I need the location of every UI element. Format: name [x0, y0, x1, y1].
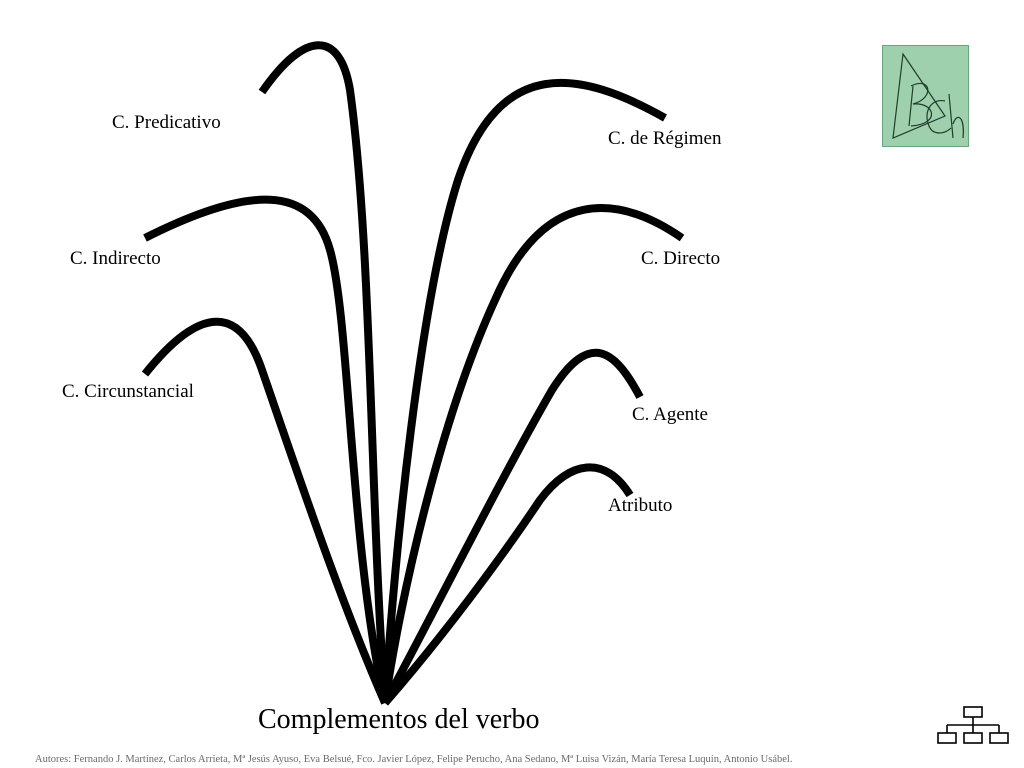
branch-label-predicativo: C. Predicativo — [112, 112, 221, 133]
branch-label-atributo: Atributo — [608, 495, 673, 516]
branch-label-directo: C. Directo — [641, 248, 721, 269]
branch-line-circunstancial — [141, 317, 389, 705]
school-logo-icon — [892, 52, 964, 139]
school-logo — [882, 45, 969, 147]
branch-line-predicativo — [258, 41, 389, 704]
branch-line-regimen — [381, 78, 667, 704]
branch-label-agente: C. Agente — [632, 404, 708, 425]
branch-label-regimen: C. de Régimen — [608, 128, 722, 149]
branch-line-indirecto — [143, 195, 389, 704]
branch-line-atributo — [381, 463, 634, 706]
diagram-root-label: Complementos del verbo — [258, 704, 540, 735]
branch-line-directo — [381, 204, 685, 704]
hierarchy-icon[interactable] — [936, 705, 1010, 745]
authors-footer: Autores: Fernando J. Martínez, Carlos Ar… — [35, 754, 793, 765]
branch-label-circunstancial: C. Circunstancial — [62, 381, 194, 402]
branch-line-agente — [381, 348, 644, 705]
branch-label-indirecto: C. Indirecto — [70, 248, 161, 269]
